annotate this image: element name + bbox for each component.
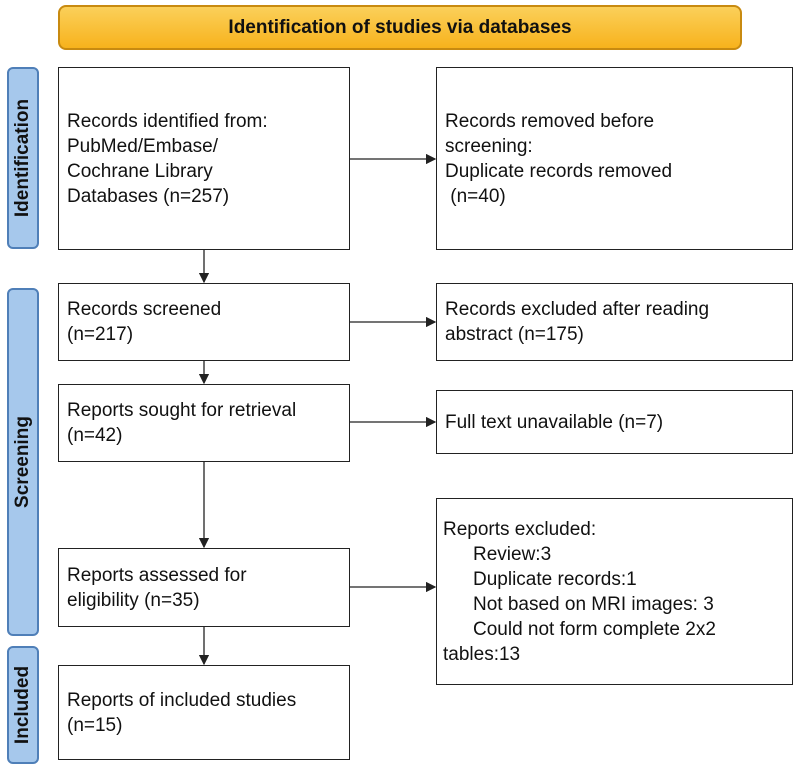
stage-identification: Identification <box>7 67 39 249</box>
header-title: Identification of studies via databases <box>228 16 572 38</box>
records-screened-box: Records screened (n=217) <box>58 283 350 361</box>
box-line: Duplicate records removed <box>445 160 673 182</box>
full-text-unavailable-box: Full text unavailable (n=7) <box>436 390 793 454</box>
header-banner: Identification of studies via databases <box>58 5 742 50</box>
exclusion-reason: Not based on MRI images: 3 <box>473 593 714 615</box>
exclusion-reason-continued: tables:13 <box>443 643 521 665</box>
records-excluded-box: Records excluded after reading abstract … <box>436 283 793 361</box>
box-line: (n=217) <box>67 324 134 345</box>
box-line: screening: <box>445 135 533 157</box>
box-line: Records excluded after reading <box>445 299 710 320</box>
box-line: PubMed/Embase/ <box>67 135 219 157</box>
box-line: Reports sought for retrieval <box>67 400 297 421</box>
box-line: Databases (n=257) <box>67 185 230 207</box>
reports-sought-box: Reports sought for retrieval (n=42) <box>58 384 350 462</box>
box-line: Records removed before <box>445 110 655 132</box>
box-line: Records identified from: <box>67 110 268 132</box>
exclusion-reason: Duplicate records:1 <box>473 568 637 590</box>
box-line: Full text unavailable (n=7) <box>445 411 664 433</box>
records-identified-box: Records identified from: PubMed/Embase/ … <box>58 67 350 250</box>
reports-excluded-box: Reports excluded: Review:3 Duplicate rec… <box>436 498 793 685</box>
exclusion-reason: Could not form complete 2x2 <box>473 618 716 640</box>
box-line: (n=40) <box>445 185 506 207</box>
reports-assessed-box: Reports assessed for eligibility (n=35) <box>58 548 350 627</box>
exclusion-reason: Review:3 <box>473 543 552 565</box>
box-line: abstract (n=175) <box>445 324 584 345</box>
box-line: Cochrane Library <box>67 160 213 182</box>
box-heading: Reports excluded: <box>443 518 597 540</box>
stage-screening: Screening <box>7 288 39 636</box>
records-removed-box: Records removed before screening: Duplic… <box>436 67 793 250</box>
box-line: Reports of included studies <box>67 689 297 711</box>
reports-included-box: Reports of included studies (n=15) <box>58 665 350 760</box>
box-line: Reports assessed for <box>67 564 247 586</box>
box-line: (n=42) <box>67 425 123 446</box>
stage-included: Included <box>7 646 39 764</box>
box-line: eligibility (n=35) <box>67 589 200 611</box>
box-line: Records screened <box>67 299 222 320</box>
box-line: (n=15) <box>67 714 123 736</box>
